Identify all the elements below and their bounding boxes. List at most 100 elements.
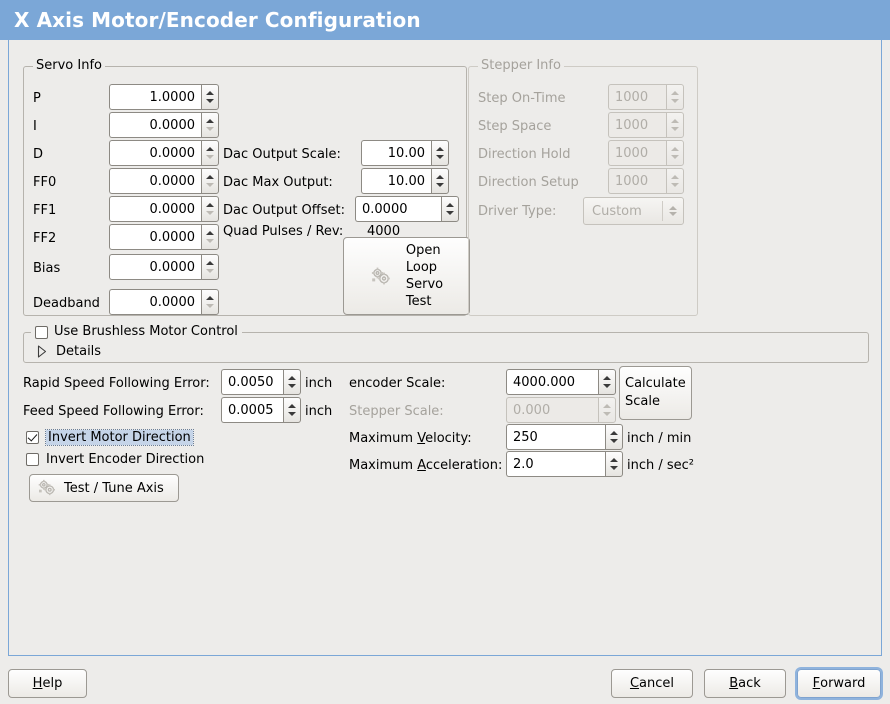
checkbox-box[interactable] [26,453,39,466]
servo-field-i-stepper[interactable] [201,112,219,138]
spin-down-icon[interactable] [205,154,215,160]
invert-encoder-direction-checkbox[interactable]: Invert Encoder Direction [26,452,204,467]
encoder-scale-value[interactable]: 4000.000 [506,369,598,395]
spin-up-icon[interactable] [205,295,215,301]
open-loop-servo-test-button[interactable]: Open Loop Servo Test [343,237,470,315]
spin-up-icon[interactable] [205,202,215,208]
servo-field-bias-stepper[interactable] [201,254,219,280]
encoder-scale-field[interactable]: 4000.000 [506,369,616,395]
feed-following-error-stepper[interactable] [283,397,301,423]
spin-up-icon[interactable] [602,375,612,381]
spin-up-icon[interactable] [435,146,445,152]
spin-down-icon[interactable] [205,238,215,244]
spin-up-icon[interactable] [287,403,297,409]
dac-max-output-stepper[interactable] [431,168,449,194]
feed-following-error-value[interactable]: 0.0005 [221,397,283,423]
test-tune-axis-button[interactable]: Test / Tune Axis [29,474,179,502]
maximum-acceleration-value[interactable]: 2.0 [506,451,605,477]
rapid-following-error-value[interactable]: 0.0050 [221,369,283,395]
spin-down-icon[interactable] [205,126,215,132]
spin-up-icon[interactable] [205,230,215,236]
spin-up-icon[interactable] [205,260,215,266]
servo-field-ff0-stepper[interactable] [201,168,219,194]
servo-field-ff1[interactable]: 0.0000 [109,196,219,222]
rapid-following-error-field[interactable]: 0.0050 [221,369,301,395]
servo-field-d-stepper[interactable] [201,140,219,166]
dac-max-output-field[interactable]: 10.00 [361,168,449,194]
spin-down-icon[interactable] [445,210,455,216]
spin-down-icon[interactable] [435,182,445,188]
maximum-velocity-field[interactable]: 250 [506,424,623,450]
rapid-following-error-stepper[interactable] [283,369,301,395]
servo-field-ff1-value[interactable]: 0.0000 [109,196,201,222]
encoder-scale-stepper[interactable] [598,369,616,395]
spin-down-icon[interactable] [287,383,297,389]
servo-field-i-value[interactable]: 0.0000 [109,112,201,138]
dac-max-output-value[interactable]: 10.00 [361,168,431,194]
dac-output-scale-field[interactable]: 10.00 [361,140,449,166]
direction-setup-field: 1000 [608,168,684,194]
spin-down-icon[interactable] [602,383,612,389]
spin-down-icon[interactable] [609,465,619,471]
feed-following-error-field[interactable]: 0.0005 [221,397,301,423]
spin-down-icon[interactable] [435,154,445,160]
spin-up-icon[interactable] [205,174,215,180]
servo-field-ff0[interactable]: 0.0000 [109,168,219,194]
spin-down-icon[interactable] [205,303,215,309]
spin-down-icon[interactable] [287,411,297,417]
spin-up-icon[interactable] [287,375,297,381]
calculate-scale-button[interactable]: Calculate Scale [619,366,692,420]
open-loop-line-4: Test [405,294,432,309]
maximum-velocity-stepper[interactable] [605,424,623,450]
spin-up-icon[interactable] [609,457,619,463]
dac-output-offset-stepper[interactable] [441,196,459,222]
spin-up-icon[interactable] [435,174,445,180]
servo-field-ff0-value[interactable]: 0.0000 [109,168,201,194]
spin-down-icon[interactable] [205,210,215,216]
dac-output-scale-value[interactable]: 10.00 [361,140,431,166]
invert-motor-direction-checkbox[interactable]: Invert Motor Direction [26,429,194,446]
brushless-frame [23,332,869,363]
servo-field-d-value[interactable]: 0.0000 [109,140,201,166]
servo-field-deadband-stepper[interactable] [201,289,219,315]
servo-field-p-stepper[interactable] [201,84,219,110]
dac-output-offset-value[interactable]: 0.0000 [355,196,441,222]
use-brushless-motor-control-checkbox[interactable]: Use Brushless Motor Control [35,324,238,340]
servo-field-ff1-stepper[interactable] [201,196,219,222]
servo-field-bias[interactable]: 0.0000 [109,254,219,280]
servo-field-ff2-stepper[interactable] [201,224,219,250]
servo-field-bias-value[interactable]: 0.0000 [109,254,201,280]
dac-output-offset-field[interactable]: 0.0000 [355,196,459,222]
spin-up-icon[interactable] [445,202,455,208]
servo-field-deadband-value[interactable]: 0.0000 [109,289,201,315]
spin-up-icon[interactable] [609,430,619,436]
checkbox-box[interactable] [35,325,48,339]
servo-field-d[interactable]: 0.0000 [109,140,219,166]
servo-field-ff2-value[interactable]: 0.0000 [109,224,201,250]
servo-field-deadband[interactable]: 0.0000 [109,289,219,315]
maximum-acceleration-stepper[interactable] [605,451,623,477]
servo-field-p-value[interactable]: 1.0000 [109,84,201,110]
maximum-velocity-value[interactable]: 250 [506,424,605,450]
spin-down-icon[interactable] [609,438,619,444]
triangle-right-icon[interactable] [37,345,47,358]
brushless-legend-wrap: Use Brushless Motor Control [31,324,242,342]
spin-down-icon[interactable] [205,268,215,274]
brushless-details-expander[interactable]: Details [37,344,101,359]
servo-field-i[interactable]: 0.0000 [109,112,219,138]
servo-field-ff2[interactable]: 0.0000 [109,224,219,250]
spin-down-icon[interactable] [205,98,215,104]
spin-up-icon[interactable] [205,90,215,96]
maximum-acceleration-field[interactable]: 2.0 [506,451,623,477]
spin-up-icon[interactable] [205,118,215,124]
spin-down-icon[interactable] [205,182,215,188]
spin-up-icon[interactable] [205,146,215,152]
dac-output-scale-stepper[interactable] [431,140,449,166]
checkbox-box[interactable] [26,431,39,444]
servo-field-p[interactable]: 1.0000 [109,84,219,110]
